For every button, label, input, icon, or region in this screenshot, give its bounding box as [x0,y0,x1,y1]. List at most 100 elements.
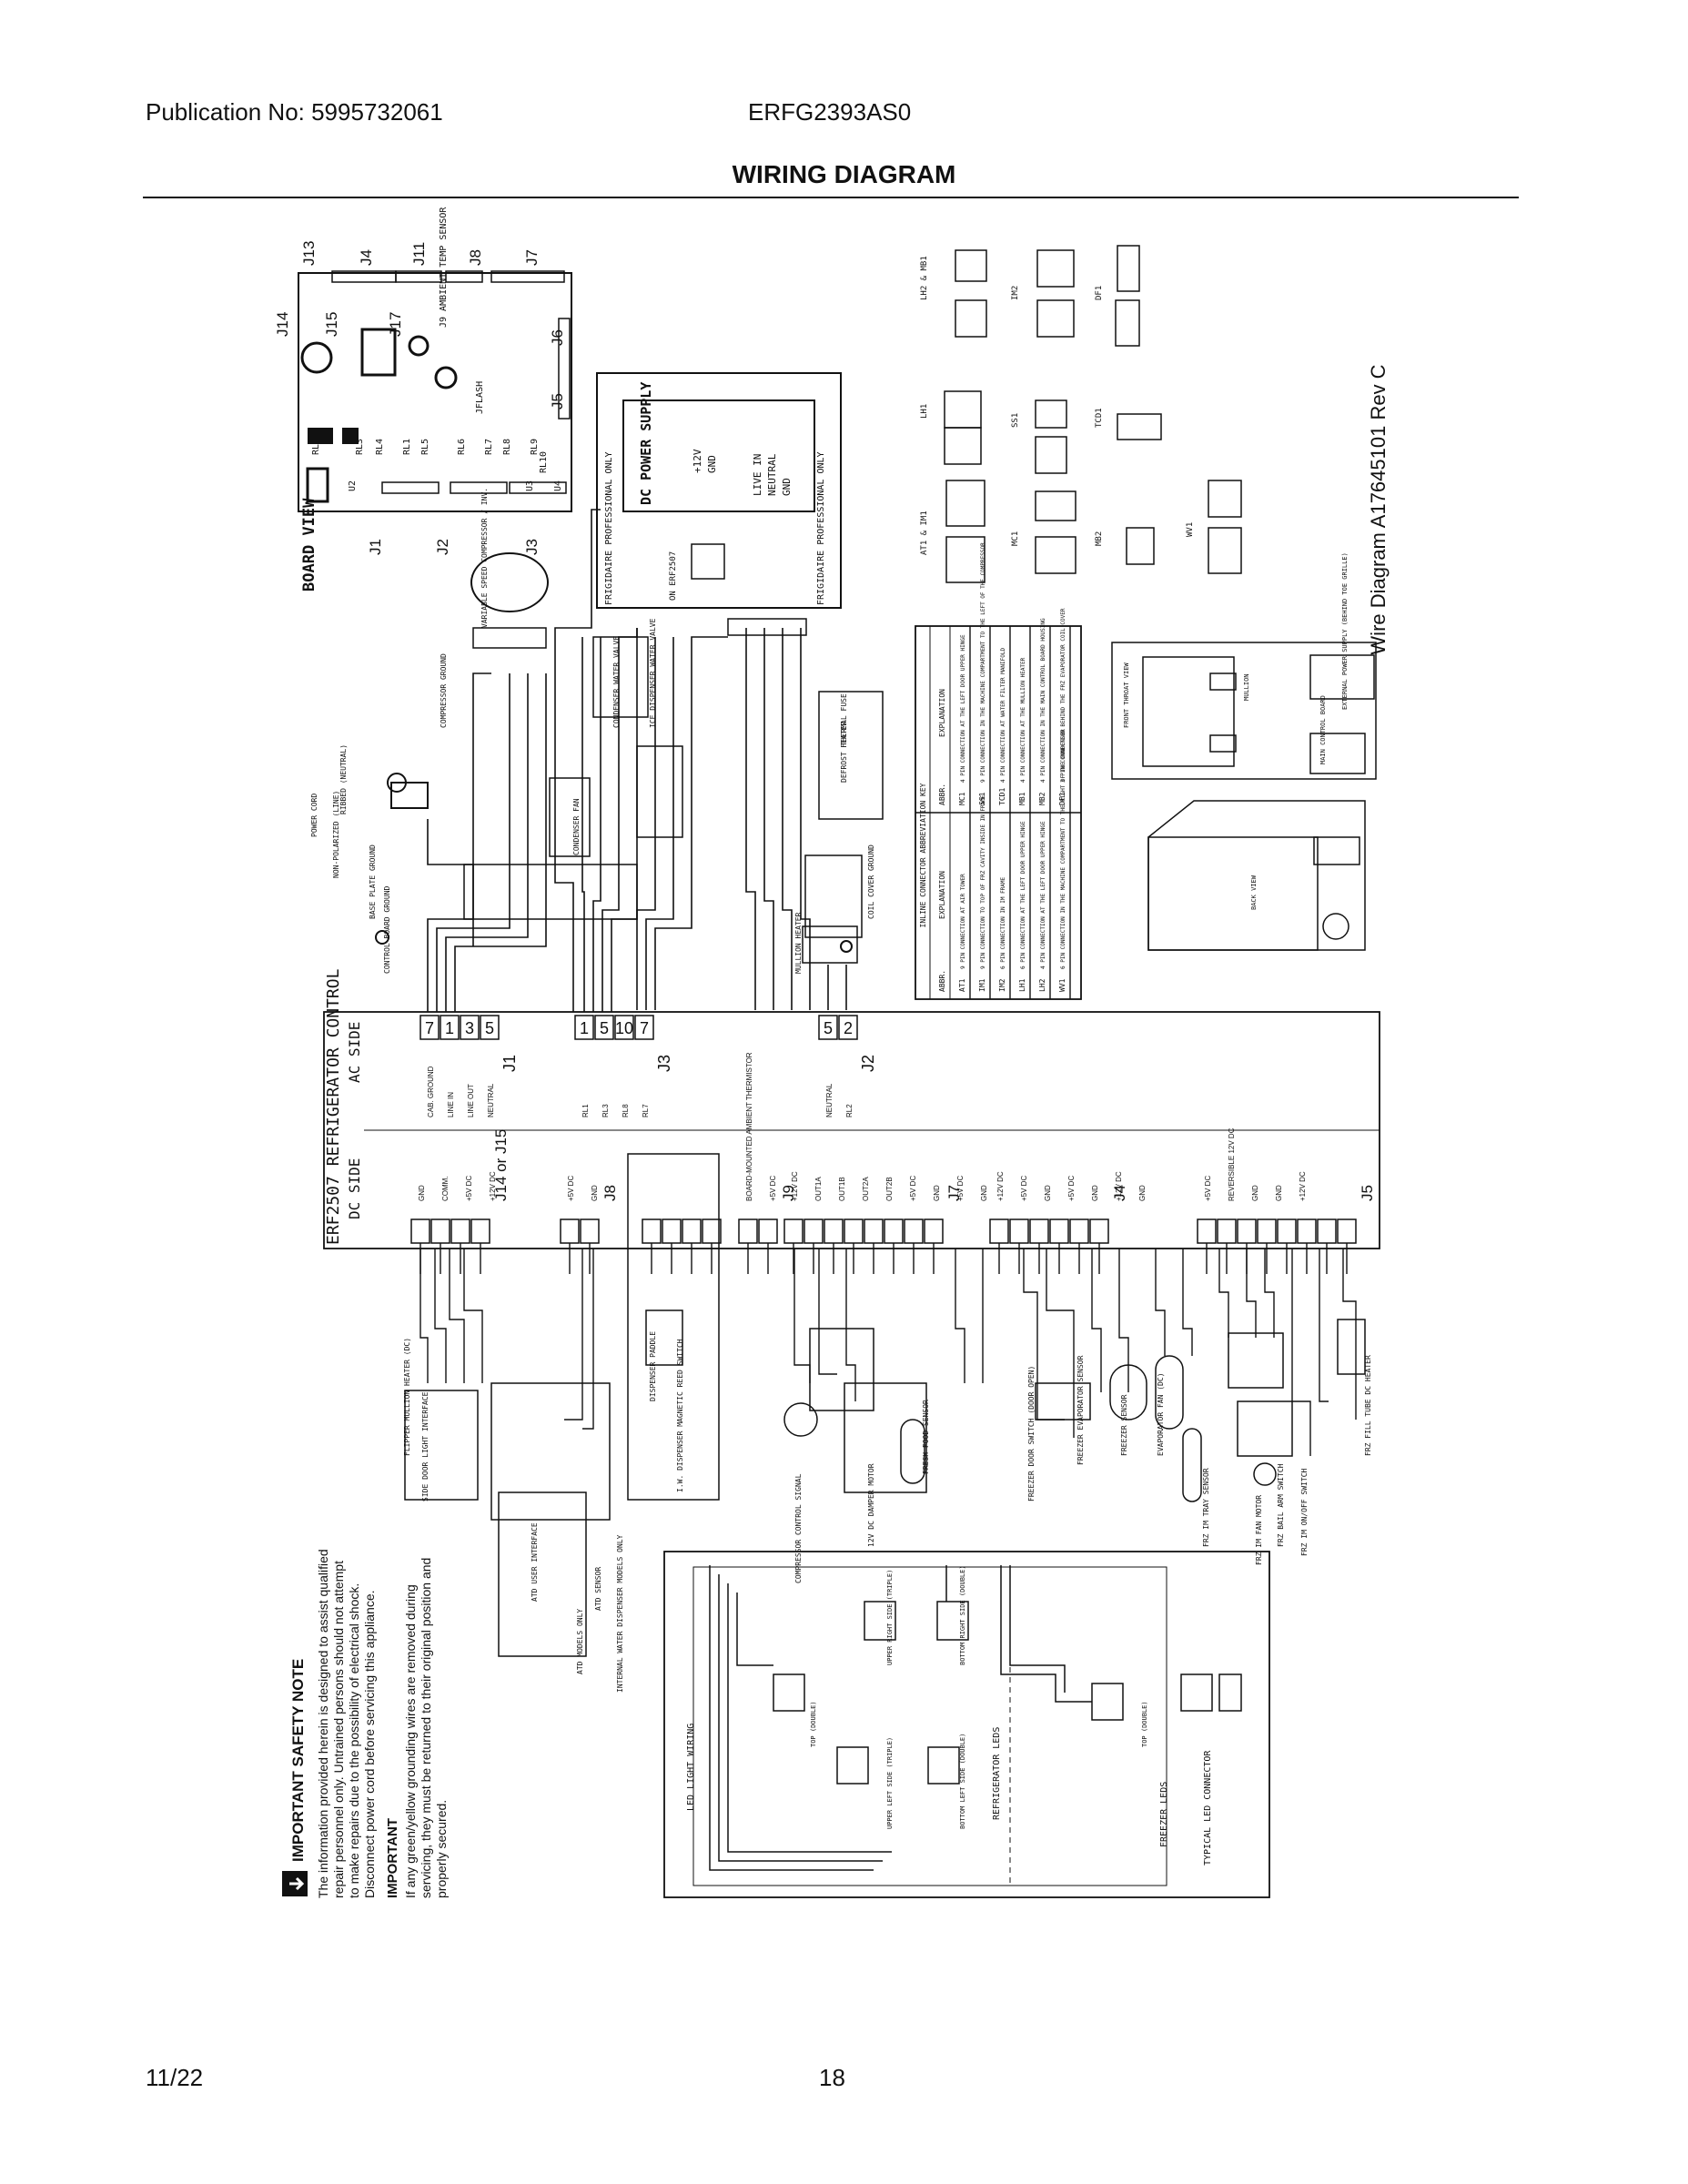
abbr-explanation: 4 PIN CONNECTION IN THE MAIN CONTROL BOA… [1040,618,1046,783]
dc-pin-label: OUT1A [814,1177,823,1201]
component-label: I.W. DISPENSER MAGNETIC REED SWITCH [676,1339,684,1492]
frigidaire-professional-bottom: FRIGIDAIRE PROFESSIONAL ONLY [816,451,826,605]
abbr-explanation: 4 PIN CONNECTION AT WATER FILTER MANIFOL… [1000,648,1006,783]
ac-pin-box [419,1015,440,1040]
frigidaire-professional-top: FRIGIDAIRE PROFESSIONAL ONLY [604,451,614,605]
ac-pin-number: 5 [485,1019,494,1037]
dc-pin-box [1009,1218,1029,1244]
component-label: RIBBED (NEUTRAL) [339,744,348,814]
component-label: FRZ IM ON/OFF SWITCH [1300,1468,1309,1556]
dc-pin-label: +5V DC [1067,1176,1076,1201]
board-part-label: RL2 [311,439,321,455]
dc-pin-box [702,1218,722,1244]
component-label: COMPRESSOR GROUND [440,653,448,728]
abbr-code: IM2 [998,978,1006,992]
abbr-explanation: 9 PIN CONNECTION IN THE MACHINE COMPARTM… [980,542,986,783]
component-label: FRZ FILL TUBE DC HEATER [1364,1355,1372,1456]
board-jack-j4: J4 [358,249,375,266]
abbr-code: DF1 [1058,792,1066,805]
board-part-label: RL9 [530,439,540,455]
dc-pin-box [1337,1218,1357,1244]
dc-pin-label: BOARD-MOUNTED AMBIENT THERMISTOR [745,1052,753,1201]
ac-pin-box [838,1015,858,1040]
dc-pin-label: +5V DC [1204,1176,1212,1201]
dc-pin-box [1049,1218,1069,1244]
component-label: DEFROST HEATER [840,721,848,783]
board-part-label: U4 [553,480,563,491]
component-label: CONDENSER FAN [572,798,581,855]
abbr-header: ABBR. [938,970,946,992]
dc-pin-label: GND [1091,1185,1099,1201]
dc-pin-label: GND [980,1185,988,1201]
dc-pin-box [450,1218,470,1244]
dc-side-label: DC SIDE [346,1158,363,1219]
dc-pin-label: +5V DC [909,1176,917,1201]
connector-id: IM2 [1011,286,1020,300]
location-view-label: FRONT THROAT VIEW [1123,662,1130,728]
board-jack-j7: J7 [523,249,541,266]
safety-note-body: The information provided herein is desig… [316,1549,377,1898]
abbr-explanation: 4 PIN CONNECTION AT THE LEFT DOOR UPPER … [1040,821,1046,969]
location-views [1111,642,1377,951]
dc-pin-box [642,1218,662,1244]
dc-jack-label: J4 [1111,1185,1128,1201]
component-label: FLIPPER MULLION HEATER (DC) [403,1338,411,1456]
dc-pin-label: GND [1138,1185,1147,1201]
dc-pin-label: +5V DC [465,1176,473,1201]
dc-pin-box [989,1218,1009,1244]
component-label: CONTROL BOARD GROUND [383,885,391,974]
dc-pin-label: GND [591,1185,599,1201]
dc-jack-label: J8 [601,1185,619,1201]
component-label: EVAPORATOR FAN (DC) [1157,1372,1165,1456]
led-part-label: BOTTOM RIGHT SIDE (DOUBLE) [959,1565,966,1665]
board-part-label: RL1 [402,439,412,455]
board-jack-j3: J3 [523,539,541,555]
dc-power-supply-block: DC POWER SUPPLY FRIGIDAIRE PROFESSIONAL … [596,372,842,609]
component-label: FRZ IM TRAY SENSOR [1202,1468,1210,1547]
location-view-label: BACK VIEW [1250,875,1258,910]
component-label: ICE DISPENSER WATER VALVE [649,618,657,728]
dc-pin-box [738,1218,758,1244]
abbr-code: SS1 [978,792,986,805]
dc-pin-label: OUT2B [885,1177,894,1201]
dc-jack-label: J9 [780,1185,797,1201]
connector-id: TCD1 [1095,408,1104,428]
ac-pin-number: 5 [600,1019,609,1037]
dc-supply-pin-label: +12V [692,449,703,473]
dc-pin-box [410,1218,430,1244]
ac-pin-label: RL1 [581,1104,590,1117]
ac-pin-box [440,1015,460,1040]
board-part-label: U2 [348,480,358,491]
dc-pin-box [470,1218,490,1244]
dc-pin-box [580,1218,600,1244]
board-jack-j13: J13 [300,241,318,266]
board-part-label: RL10 [539,451,549,473]
ac-pin-label: RL3 [601,1104,610,1117]
dc-pin-label: +12V DC [996,1171,1005,1201]
dc-pin-label: OUT1B [838,1177,846,1201]
ac-pin-box [818,1015,838,1040]
board-part-label: U3 [525,480,535,491]
dc-pin-box [904,1218,924,1244]
dc-pin-label: +12V DC [791,1171,799,1201]
board-jack-j14: J14 [274,312,291,337]
dc-pin-label: +5V DC [769,1176,777,1201]
component-label: POWER CORD [310,794,318,837]
board-part-label: RL6 [457,439,467,455]
dc-pin-label: +12V DC [489,1171,497,1201]
ac-pin-box [634,1015,654,1040]
dc-pin-box [560,1218,580,1244]
abbr-explanation: 6 PIN CONNECTION IN THE MACHINE COMPARTM… [1060,729,1066,969]
dc-pin-box [1277,1218,1297,1244]
led-part-label: TOP (DOUBLE) [810,1701,817,1747]
abbr-code: MC1 [958,792,966,805]
control-title: ERF2507 REFRIGERATOR CONTROL [324,968,343,1245]
footer-date: 11/22 [146,2064,204,2091]
abbr-code: IM1 [978,978,986,992]
